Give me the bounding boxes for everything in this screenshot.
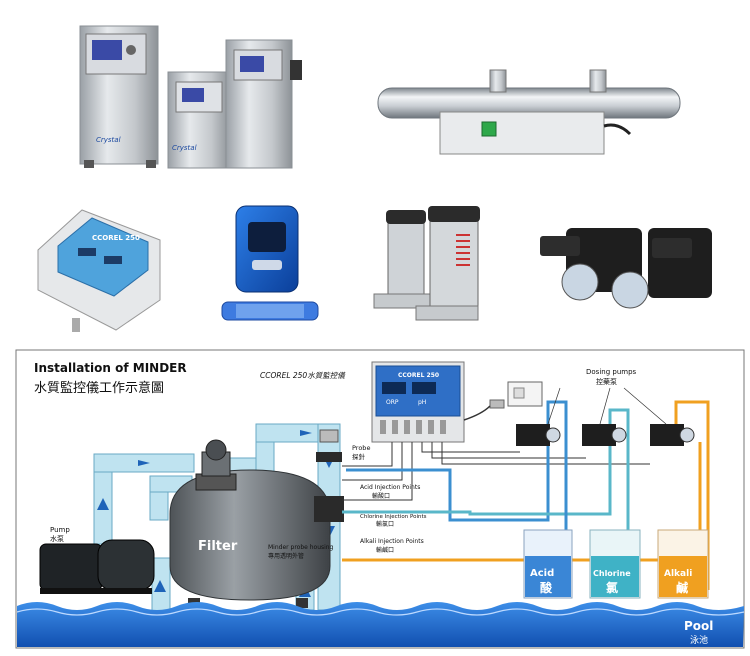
controller-panel: CCOREL 250 ORP pH	[371, 361, 465, 443]
acid-tank-label-zh: 酸	[540, 580, 553, 595]
dosing-pump-alkali	[650, 424, 695, 446]
filter-label: Filter	[198, 539, 238, 554]
dosing-pump-image	[540, 228, 712, 309]
controller-caption: CCOREL 250水質監控儀	[260, 371, 346, 380]
dosing-pumps-label-zh: 控藥泵	[596, 377, 617, 386]
housing-label-zh: 專用透明外管	[268, 552, 304, 560]
diagram-title-zh: 水質監控儀工作示意圖	[34, 380, 164, 396]
acid-point-label-zh: 輸酸口	[372, 492, 390, 500]
diagram-title-en: Installation of MINDER	[34, 361, 187, 375]
ozone-brand-label: Crystal	[96, 136, 121, 144]
controller-unit-image: CCOREL 250	[37, 209, 161, 332]
salt-chlorinator-image	[221, 205, 319, 321]
alkali-point-label-zh: 輸鹹口	[376, 546, 394, 554]
pump-label-en: Pump	[50, 526, 70, 534]
uv-sterilizer-image	[377, 69, 681, 155]
sand-filter: Filter	[169, 439, 331, 608]
acid-point-label-en: Acid Injection Points	[360, 484, 420, 491]
alkali-tank-label-zh: 鹹	[676, 580, 688, 595]
pool-water	[16, 602, 745, 647]
power-socket	[463, 381, 543, 421]
pool-label-zh: 泳池	[690, 634, 708, 646]
controller-orp: ORP	[386, 399, 399, 406]
acid-tank: Acid 酸	[523, 529, 573, 599]
signal-cables	[342, 442, 650, 501]
pool-label-en: Pool	[684, 619, 713, 633]
ozone-generator-image: Crystal Crystal	[79, 25, 302, 169]
circulation-pump	[39, 539, 155, 594]
dosing-pump-acid	[516, 424, 561, 446]
chlorine-point-label-en: Chlorine Injection Points	[360, 514, 427, 520]
acid-tank-label-en: Acid	[530, 568, 554, 579]
probe-housing	[314, 429, 344, 522]
controller-brand: CCOREL 250	[398, 372, 439, 379]
probe-label-en: Probe	[352, 444, 370, 452]
chlorine-tank-label-zh: 氯	[606, 580, 618, 595]
alkali-tank-label-en: Alkali	[664, 569, 692, 579]
dosing-pumps-label-en: Dosing pumps	[586, 368, 637, 376]
chlorine-point-label-zh: 輸氯口	[376, 520, 394, 528]
housing-label-en: Minder probe housing	[268, 544, 334, 551]
chlorine-tank: Chlorine 氯	[589, 529, 641, 599]
alkali-point-label-en: Alkali Injection Points	[360, 538, 424, 545]
dosing-pump-chlorine	[582, 424, 627, 446]
controller-product-brand: CCOREL 250	[92, 234, 140, 242]
probe-label-zh: 探針	[352, 452, 366, 461]
controller-ph: pH	[418, 399, 426, 406]
chlorine-tank-label-en: Chlorine	[593, 569, 631, 578]
chemical-feeder-image	[373, 206, 480, 321]
ozone-brand-label-2: Crystal	[172, 144, 197, 152]
pump-label-zh: 水泵	[50, 534, 64, 543]
alkali-tank: Alkali 鹹	[657, 529, 709, 599]
